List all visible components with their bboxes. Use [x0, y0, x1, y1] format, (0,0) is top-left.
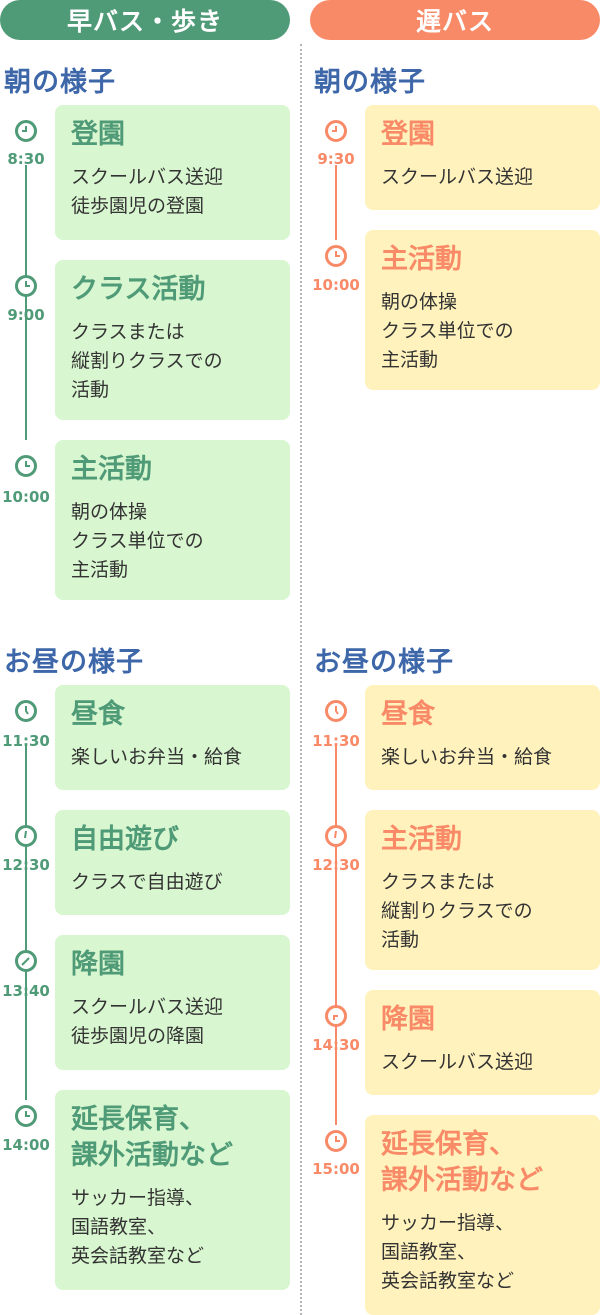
card-title: 昼食 — [71, 699, 125, 730]
clock-icon — [15, 120, 37, 142]
card-description: サッカー指導、 国語教室、 英会話教室など — [381, 1212, 515, 1292]
time-label: 12:30 — [312, 856, 360, 874]
time-label: 9:30 — [317, 150, 355, 168]
card-title: 主活動 — [381, 244, 462, 275]
card-description: サッカー指導、 国語教室、 英会話教室など — [71, 1187, 205, 1267]
schedule-card: 昼食 楽しいお弁当・給食 — [55, 685, 290, 790]
time-label: 14:30 — [312, 1036, 360, 1054]
card-description: クラスまたは 縦割りクラスでの 活動 — [381, 871, 533, 951]
schedule-card: 降園 スクールバス送迎 徒歩園児の降園 — [55, 935, 290, 1070]
clock-icon — [15, 950, 37, 972]
card-title: 延長保育、 課外活動など — [381, 1129, 543, 1196]
card-title: 主活動 — [71, 454, 152, 485]
time-label: 11:30 — [312, 732, 360, 750]
right-morning-timeline — [335, 165, 337, 240]
column-divider — [300, 44, 302, 1315]
schedule-card: 自由遊び クラスで自由遊び — [55, 810, 290, 915]
card-title: 延長保育、 課外活動など — [71, 1104, 233, 1171]
card-description: クラスで自由遊び — [71, 871, 223, 893]
schedule-card: 昼食 楽しいお弁当・給食 — [365, 685, 600, 790]
card-description: スクールバス送迎 — [381, 1051, 534, 1073]
card-description: 朝の体操 クラス単位での 主活動 — [71, 501, 204, 581]
late-bus-header: 遅バス — [310, 0, 600, 40]
clock-icon — [15, 275, 37, 297]
clock-icon — [15, 700, 37, 722]
clock-icon — [325, 1130, 347, 1152]
card-title: 降園 — [381, 1004, 435, 1035]
card-title: 登園 — [381, 119, 435, 150]
card-title: 登園 — [71, 119, 125, 150]
clock-icon — [325, 1005, 347, 1027]
time-label: 14:00 — [2, 1136, 50, 1154]
time-label: 10:00 — [312, 276, 360, 294]
clock-icon — [325, 245, 347, 267]
early-bus-walk-header: 早バス・歩き — [0, 0, 290, 40]
clock-icon — [325, 700, 347, 722]
time-label: 8:30 — [7, 150, 45, 168]
schedule-card: 主活動 朝の体操 クラス単位での 主活動 — [55, 440, 290, 600]
clock-icon — [325, 825, 347, 847]
card-description: 朝の体操 クラス単位での 主活動 — [381, 291, 514, 371]
schedule-card: クラス活動 クラスまたは 縦割りクラスでの 活動 — [55, 260, 290, 420]
card-title: 自由遊び — [71, 824, 179, 855]
left-morning-timeline — [25, 165, 27, 440]
card-title: クラス活動 — [71, 274, 206, 305]
schedule-card: 主活動 クラスまたは 縦割りクラスでの 活動 — [365, 810, 600, 970]
right-noon-timeline — [335, 745, 337, 1125]
schedule-card: 降園 スクールバス送迎 — [365, 990, 600, 1095]
left-morning-title: 朝の様子 — [4, 67, 116, 98]
card-description: 楽しいお弁当・給食 — [71, 746, 243, 768]
time-label: 9:00 — [7, 306, 45, 324]
schedule-card: 主活動 朝の体操 クラス単位での 主活動 — [365, 230, 600, 390]
card-title: 昼食 — [381, 699, 435, 730]
clock-icon — [15, 1105, 37, 1127]
time-label: 13:40 — [2, 982, 50, 1000]
schedule-card: 登園 スクールバス送迎 徒歩園児の登園 — [55, 105, 290, 240]
left-noon-title: お昼の様子 — [4, 647, 144, 678]
time-label: 15:00 — [312, 1160, 360, 1178]
card-title: 主活動 — [381, 824, 462, 855]
card-description: スクールバス送迎 徒歩園児の登園 — [71, 166, 224, 217]
time-label: 11:30 — [2, 732, 50, 750]
card-description: 楽しいお弁当・給食 — [381, 746, 553, 768]
clock-icon — [15, 455, 37, 477]
schedule-card: 登園 スクールバス送迎 — [365, 105, 600, 210]
clock-icon — [325, 120, 347, 142]
card-description: クラスまたは 縦割りクラスでの 活動 — [71, 321, 223, 401]
clock-icon — [15, 825, 37, 847]
time-label: 10:00 — [2, 488, 50, 506]
left-noon-timeline — [25, 745, 27, 1100]
schedule-card: 延長保育、 課外活動など サッカー指導、 国語教室、 英会話教室など — [365, 1115, 600, 1315]
schedule-card: 延長保育、 課外活動など サッカー指導、 国語教室、 英会話教室など — [55, 1090, 290, 1290]
card-description: スクールバス送迎 — [381, 166, 534, 188]
time-label: 12:30 — [2, 856, 50, 874]
card-title: 降園 — [71, 949, 125, 980]
card-description: スクールバス送迎 徒歩園児の降園 — [71, 996, 224, 1047]
right-morning-title: 朝の様子 — [314, 67, 426, 98]
right-noon-title: お昼の様子 — [314, 647, 454, 678]
